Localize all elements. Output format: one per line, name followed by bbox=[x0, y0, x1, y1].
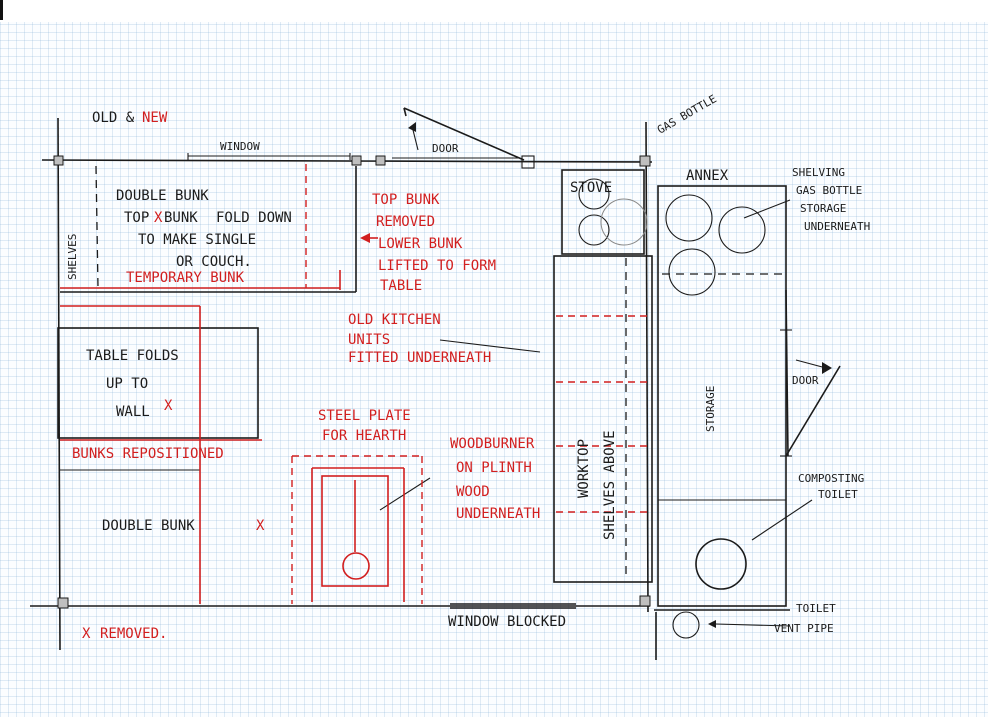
x-mark-legend: X bbox=[82, 626, 91, 642]
stove-unit bbox=[561, 169, 648, 255]
title-new: NEW bbox=[142, 110, 168, 126]
label-old-kitchen-2: UNITS bbox=[348, 332, 390, 348]
label-composting-1: COMPOSTING bbox=[798, 472, 864, 485]
label-top-bunk-4: LIFTED TO FORM bbox=[378, 258, 496, 274]
label-steel-plate-2: FOR HEARTH bbox=[322, 428, 406, 444]
label-steel-plate-1: STEEL PLATE bbox=[318, 408, 411, 424]
label-window-blocked: WINDOW BLOCKED bbox=[448, 614, 566, 630]
edge-mark bbox=[0, 0, 3, 20]
label-old-kitchen-1: OLD KITCHEN bbox=[348, 312, 441, 328]
label-top-bunk-2: REMOVED bbox=[376, 214, 435, 230]
annex-block bbox=[657, 185, 791, 607]
toilet-vent bbox=[672, 611, 791, 639]
label-shelving-2: GAS BOTTLE bbox=[796, 184, 862, 197]
label-annex: ANNEX bbox=[686, 168, 729, 184]
top-margin bbox=[0, 0, 988, 22]
label-old-kitchen-3: FITTED UNDERNEATH bbox=[348, 350, 491, 366]
label-door-top: DOOR bbox=[432, 142, 459, 155]
top-window bbox=[187, 153, 351, 160]
label-stove: STOVE bbox=[570, 180, 612, 196]
label-shelving-3: STORAGE bbox=[800, 202, 846, 215]
label-double-bunk-top-3: BUNK bbox=[164, 210, 198, 226]
worktop-unit bbox=[553, 255, 653, 583]
label-table-folds-2: UP TO bbox=[106, 376, 148, 392]
label-double-bunk-top-5: TO MAKE SINGLE bbox=[138, 232, 256, 248]
label-composting-2: TOILET bbox=[818, 488, 858, 501]
label-toilet-vent-2: VENT PIPE bbox=[774, 622, 834, 635]
label-shelves-above: SHELVES ABOVE bbox=[602, 430, 618, 540]
x-mark-top: X bbox=[154, 210, 163, 226]
label-double-bunk-top-2: TOP bbox=[124, 210, 149, 226]
x-mark-bottom: X bbox=[256, 518, 265, 534]
label-top-bunk-3: LOWER BUNK bbox=[378, 236, 463, 252]
label-shelving-4: UNDERNEATH bbox=[804, 220, 870, 233]
annex-door bbox=[780, 289, 841, 457]
red-changes bbox=[60, 164, 652, 604]
label-woodburner-4: UNDERNEATH bbox=[456, 506, 540, 522]
label-top-bunk-1: TOP BUNK bbox=[372, 192, 440, 208]
label-woodburner-1: WOODBURNER bbox=[450, 436, 535, 452]
label-top-bunk-5: TABLE bbox=[380, 278, 422, 294]
label-shelves-left: SHELVES bbox=[66, 234, 79, 280]
outer-walls bbox=[30, 117, 790, 660]
label-table-folds-1: TABLE FOLDS bbox=[86, 348, 179, 364]
label-toilet-vent-1: TOILET bbox=[796, 602, 836, 615]
title-old: OLD & bbox=[92, 110, 135, 126]
corner-posts bbox=[53, 155, 651, 609]
label-bunks-repositioned: BUNKS REPOSITIONED bbox=[72, 446, 224, 462]
top-door bbox=[392, 107, 535, 169]
label-double-bunk-top-6: OR COUCH. bbox=[176, 254, 252, 270]
kitchen-leader bbox=[439, 339, 541, 353]
label-double-bunk-top-1: DOUBLE BUNK bbox=[116, 188, 209, 204]
label-table-folds-3: WALL bbox=[116, 404, 150, 420]
label-removed: REMOVED. bbox=[100, 626, 167, 642]
fold-table bbox=[57, 327, 259, 439]
label-door-right: DOOR bbox=[792, 374, 819, 387]
label-temporary-bunk: TEMPORARY BUNK bbox=[126, 270, 245, 286]
label-gas-bottle: GAS BOTTLE bbox=[655, 92, 719, 136]
label-double-bunk-bottom: DOUBLE BUNK bbox=[102, 518, 195, 534]
label-woodburner-3: WOOD bbox=[456, 484, 490, 500]
label-annex-storage: STORAGE bbox=[704, 386, 717, 432]
label-shelving-1: SHELVING bbox=[792, 166, 845, 179]
bottom-window bbox=[450, 603, 576, 609]
top-bunk-area bbox=[60, 165, 357, 293]
label-woodburner-2: ON PLINTH bbox=[456, 460, 532, 476]
label-double-bunk-top-4: FOLD DOWN bbox=[216, 210, 292, 226]
label-window-top: WINDOW bbox=[220, 140, 260, 153]
x-mark-table: X bbox=[164, 398, 173, 414]
toilet-leader bbox=[751, 499, 813, 541]
label-worktop: WORKTOP bbox=[576, 439, 592, 498]
